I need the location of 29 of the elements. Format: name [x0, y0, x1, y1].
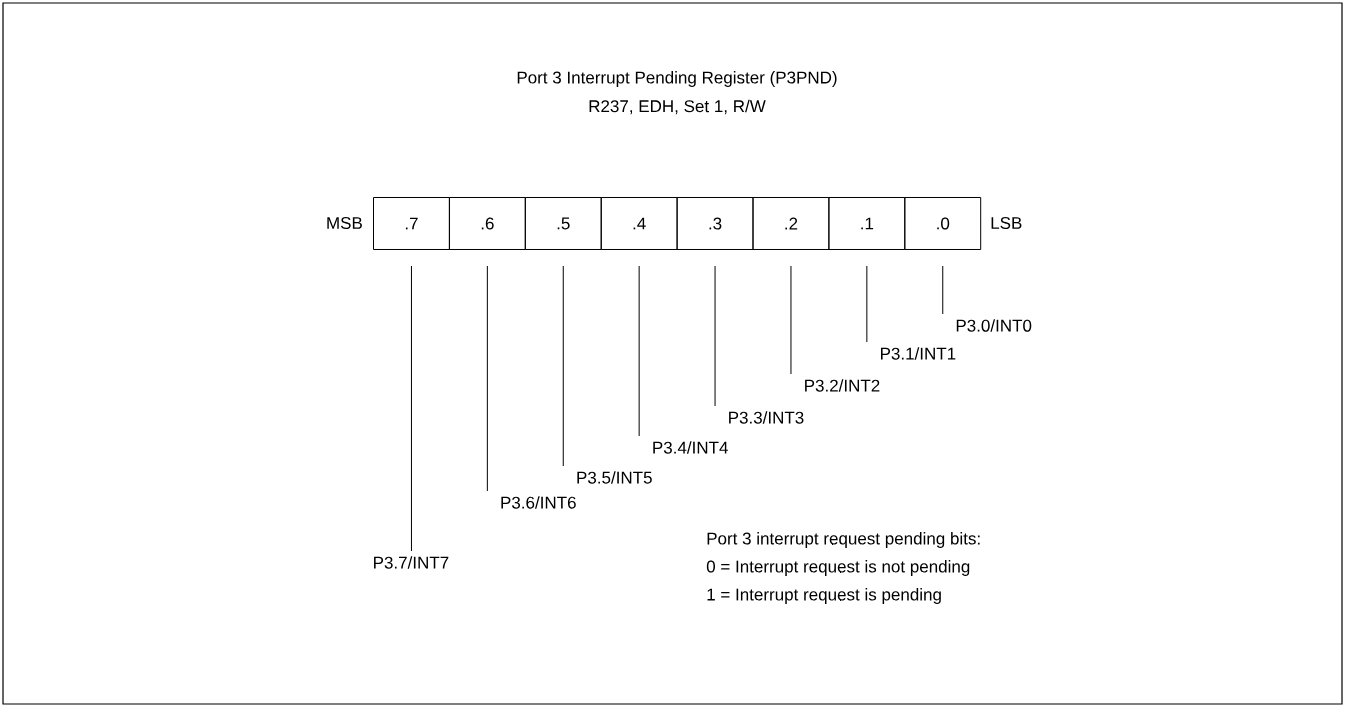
leader-line — [486, 265, 488, 492]
bit-label: P3.4/INT4 — [653, 441, 728, 454]
bit-cell: .4 — [600, 197, 678, 250]
bit-label: P3.2/INT2 — [805, 379, 880, 392]
leader-line — [638, 265, 640, 437]
bit-label: P3.5/INT5 — [577, 471, 652, 484]
bit-cell: .6 — [448, 197, 526, 250]
bit-label: P3.1/INT1 — [881, 347, 956, 360]
leader-line — [714, 265, 716, 407]
leader-line — [866, 265, 868, 343]
note-text: Port 3 interrupt request pending bits: — [707, 532, 980, 548]
bit-label: P3.3/INT3 — [729, 411, 804, 424]
bit-cell: .7 — [373, 197, 450, 250]
leader-line — [410, 265, 412, 552]
leader-line — [942, 265, 944, 315]
bit-label: P3.7/INT7 — [374, 556, 449, 569]
bit-cell: .1 — [828, 197, 906, 250]
bit-cell: .0 — [904, 197, 982, 250]
leader-line — [790, 265, 792, 375]
bit-cell: .2 — [752, 197, 830, 250]
bit-label: P3.0/INT0 — [956, 319, 1032, 332]
note-text: 1 = Interrupt request is pending — [707, 588, 941, 604]
note-text: 0 = Interrupt request is not pending — [706, 560, 970, 576]
bit-cell: .5 — [524, 197, 602, 250]
title: Port 3 Interrupt Pending Register (P3PND) — [517, 71, 837, 87]
register-info: R237, EDH, Set 1, R/W — [589, 99, 766, 115]
bit-label: P3.6/INT6 — [501, 496, 576, 509]
leader-line — [562, 265, 564, 467]
bit-cell: .3 — [676, 197, 754, 250]
